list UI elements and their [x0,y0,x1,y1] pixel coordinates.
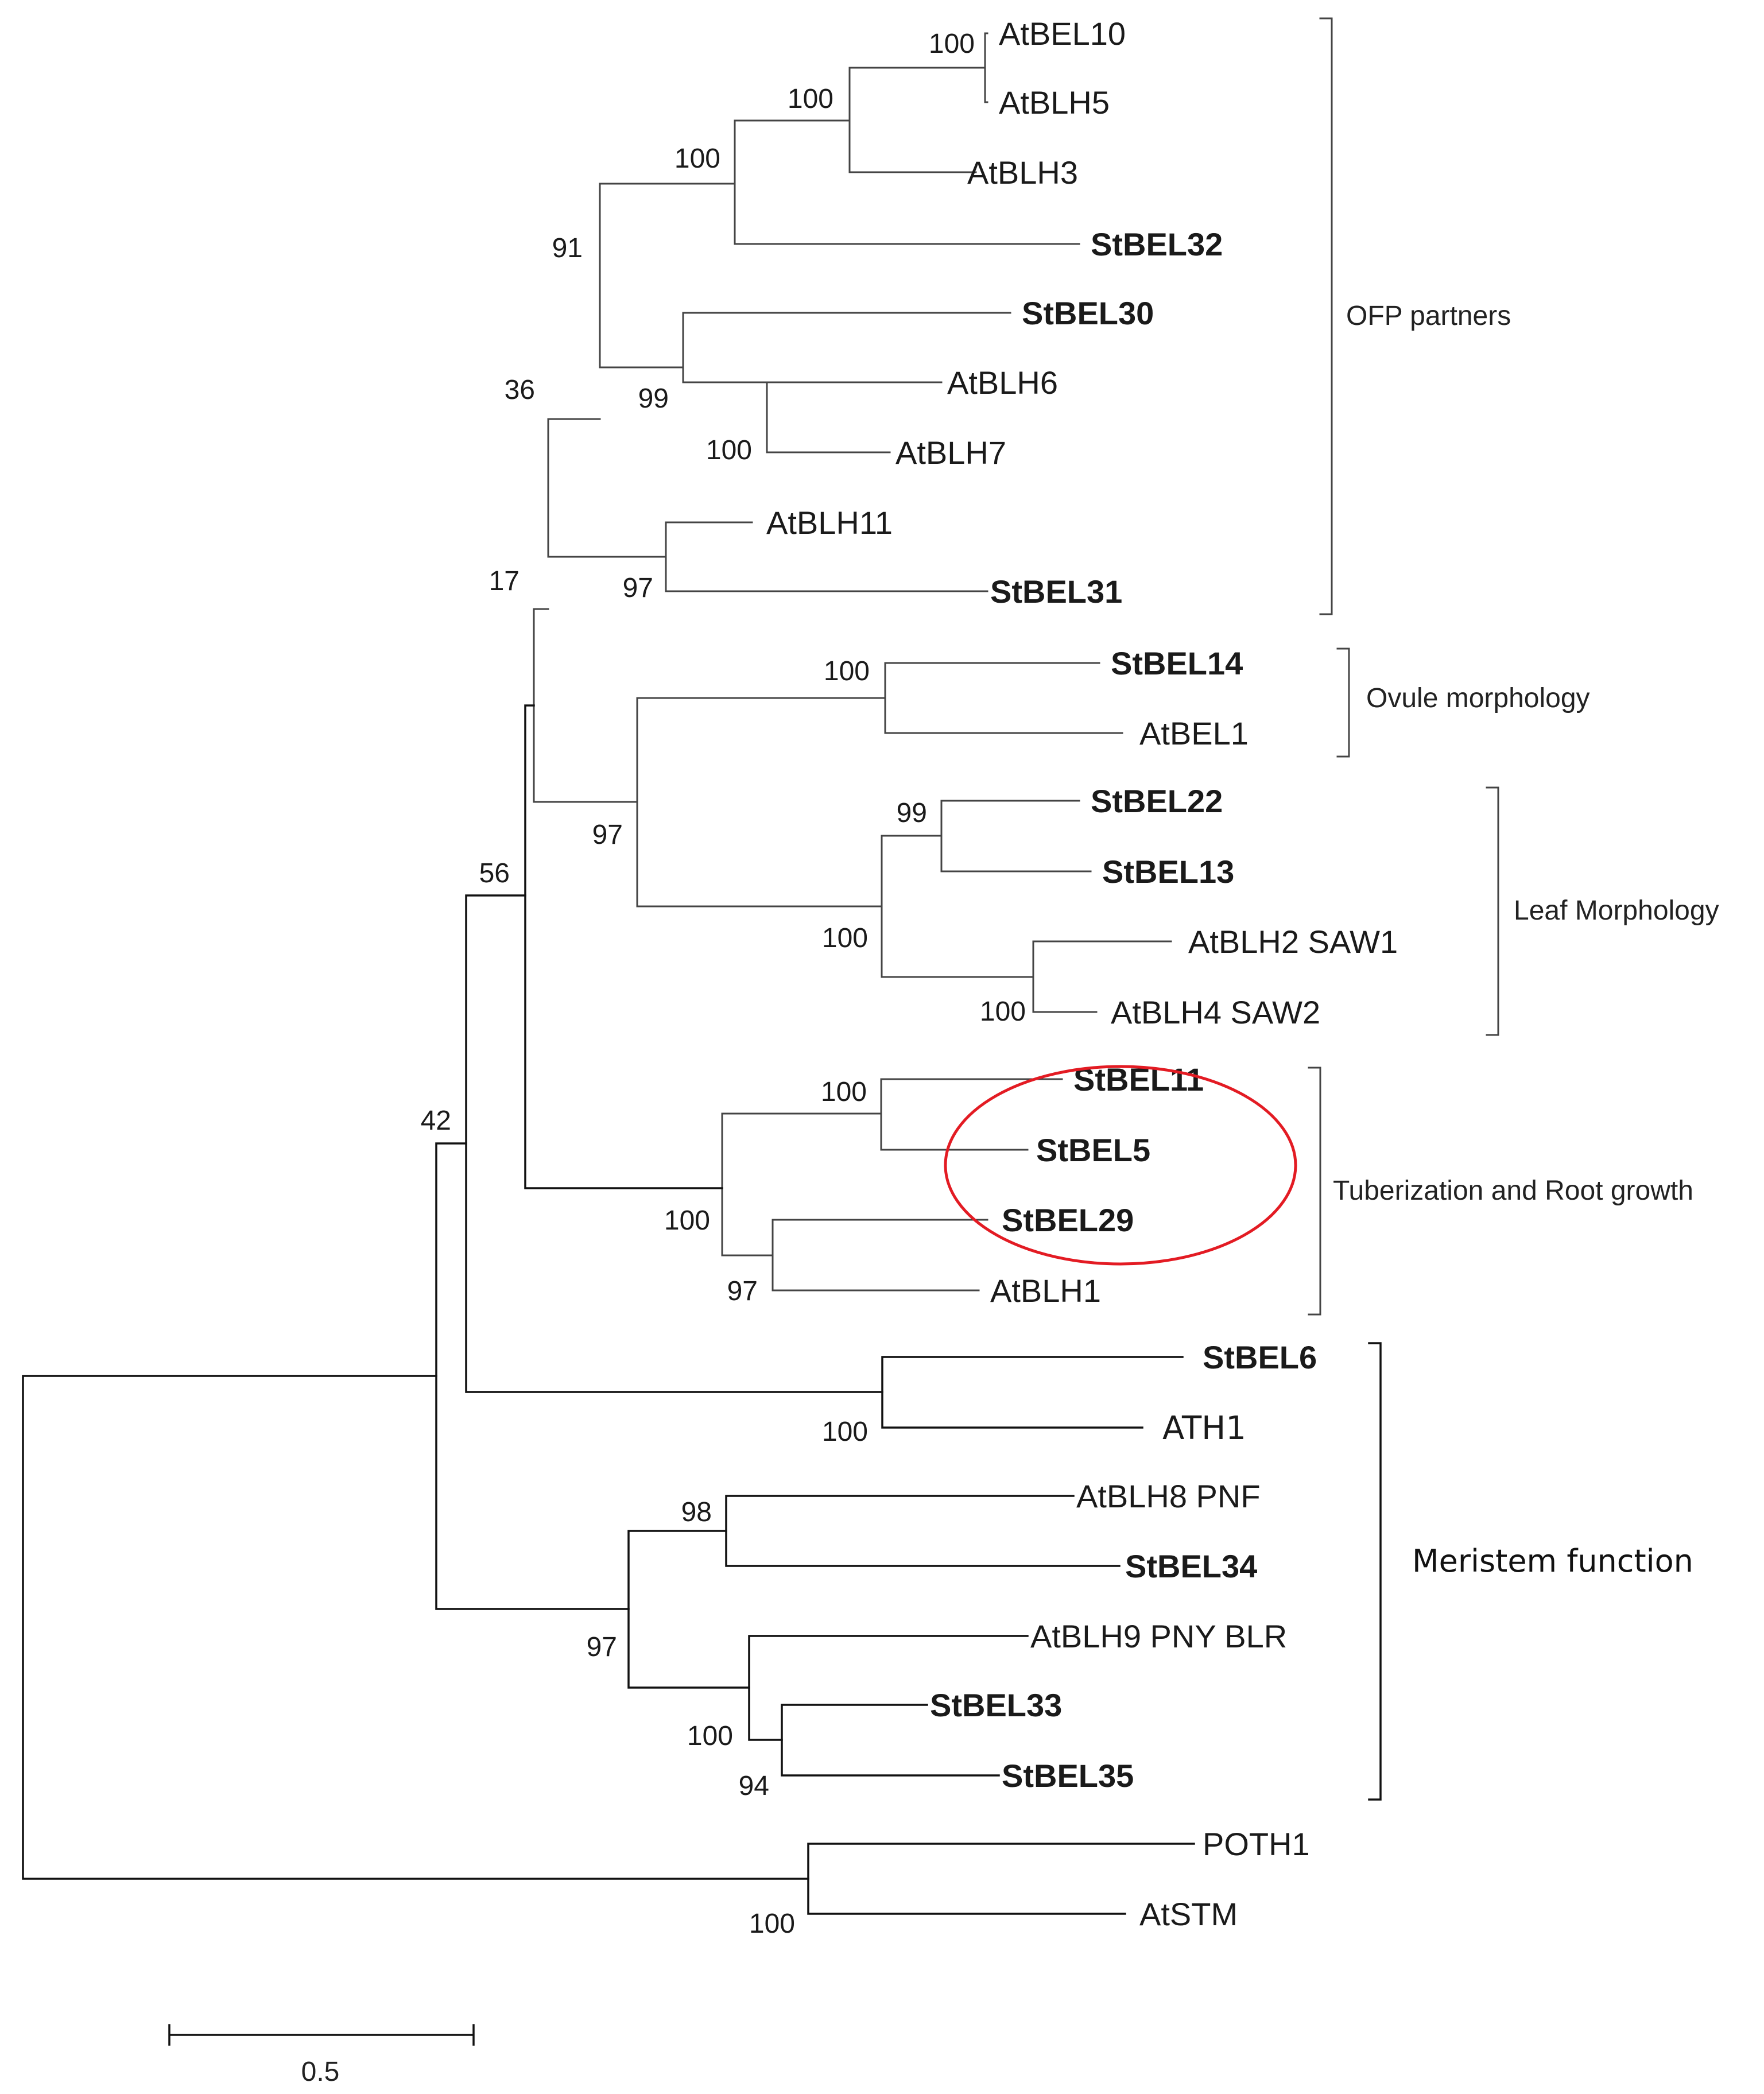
bootstrap-value: 17 [489,566,519,596]
leaf-label: StBEL30 [1022,295,1154,331]
bootstrap-value: 97 [623,573,653,603]
branch-node-99 [682,312,1011,383]
bootstrap-value: 100 [687,1721,733,1751]
clade-label-ofp-partners: OFP partners [1346,301,1511,331]
branch-node-42a [465,894,883,1393]
leaf-label: StBEL6 [1203,1339,1317,1375]
leaf-label: AtBEL10 [999,15,1126,52]
bootstrap-value: 100 [822,1417,868,1447]
highlight-ellipse [944,1065,1297,1266]
branch-node-98 [725,1495,1121,1567]
bootstrap-value: 100 [929,29,975,59]
bootstrap-value: 56 [479,858,510,889]
bootstrap-value: 91 [552,233,583,263]
bootstrap-value: 98 [681,1497,712,1527]
bootstrap-value: 100 [821,1077,867,1107]
bootstrap-value: 100 [749,1909,795,1939]
leaf-labels: AtBEL10 AtBLH5 AtBLH3 StBEL32 StBEL30 At… [766,15,1398,1932]
leaf-label: AtBLH8 PNF [1076,1478,1261,1514]
leaf-label: StBEL13 [1102,854,1234,890]
leaf-label: AtBLH4 SAW2 [1111,994,1320,1030]
bracket-ovule-morphology [1336,647,1350,758]
leaf-label: AtBLH9 PNY BLR [1030,1618,1287,1654]
leaf-label: ATH1 [1162,1410,1246,1447]
leaf-label: AtBLH6 [947,364,1058,401]
bootstrap-value: 36 [505,375,535,405]
leaf-label: AtBLH2 SAW1 [1188,924,1398,960]
clade-label-ovule-morphology: Ovule morphology [1366,683,1590,713]
leaf-label: StBEL34 [1125,1548,1257,1584]
branch-node-97d [627,1530,750,1689]
branch-node-91 [599,183,736,369]
leaf-label: StBEL33 [930,1687,1062,1723]
bootstrap-value: 99 [638,383,669,414]
clade-label-tuberization: Tuberization and Root growth [1333,1176,1693,1206]
leaf-label: StBEL22 [1091,783,1223,819]
tree-branches [22,32,1195,1915]
bootstrap-values: 100 100 100 91 99 100 36 97 17 100 97 99… [421,29,1026,1939]
bootstrap-value: 97 [592,820,623,850]
leaf-label: StBEL31 [990,573,1122,610]
clade-label-meristem-function: Meristem function [1412,1543,1693,1579]
bootstrap-value: 100 [664,1205,710,1236]
bootstrap-value: 100 [674,144,720,174]
leaf-label: StBEL32 [1091,226,1223,262]
branch-node-100c [766,381,943,453]
branch-node-100f [881,835,1034,978]
clade-brackets: OFP partners Ovule morphology Leaf Morph… [1308,17,1719,1801]
scale-bar-line [168,2024,475,2046]
leaf-label: StBEL5 [1036,1132,1150,1168]
branch-node-100a [848,67,986,173]
leaf-label: AtBLH1 [990,1273,1101,1309]
scale-bar: 0.5 [168,2024,475,2087]
branch-node-99b [940,800,1092,872]
branch-node-100b [734,119,1080,245]
bootstrap-value: 100 [824,656,870,687]
leaf-label: AtBLH5 [999,84,1110,121]
leaf-label: AtSTM [1139,1896,1238,1932]
branch-node-100h [721,1112,882,1257]
branch-node-17 [533,608,638,803]
scale-bar-label: 0.5 [301,2057,340,2087]
clade-label-leaf-morphology: Leaf Morphology [1514,895,1719,926]
leaf-label: POTH1 [1203,1826,1310,1862]
bootstrap-value: 99 [897,798,927,828]
leaf-label: AtBLH7 [895,435,1006,471]
leaf-label: AtBLH3 [967,154,1078,191]
bracket-ofp-partners [1319,17,1333,615]
leaf-label: AtBEL1 [1139,715,1249,751]
branch-node-100i [881,1356,1184,1429]
bootstrap-value: 100 [788,84,833,114]
bootstrap-value: 42 [421,1106,451,1136]
bracket-tuberization [1308,1067,1321,1316]
bootstrap-value: 97 [587,1632,617,1662]
bracket-leaf-morphology [1486,786,1499,1036]
branch-node-97b [636,697,886,908]
branch-node-100k [807,1843,1195,1915]
bootstrap-value: 100 [980,996,1026,1027]
branch-node-56 [524,704,723,1189]
bootstrap-value: 100 [706,435,752,466]
branch-node-97c [771,1219,988,1292]
leaf-label: AtBLH11 [766,505,893,541]
branch-root [22,1375,809,1880]
bootstrap-value: 97 [727,1276,758,1306]
leaf-label: StBEL29 [1002,1202,1134,1238]
bootstrap-value: 94 [739,1771,769,1801]
leaf-label: StBEL14 [1111,645,1243,681]
leaf-label: StBEL35 [1002,1758,1134,1794]
bracket-meristem-function [1368,1342,1382,1801]
branch-node-36 [547,418,667,558]
branch-node-100d [884,662,1123,734]
bootstrap-value: 100 [822,923,868,953]
